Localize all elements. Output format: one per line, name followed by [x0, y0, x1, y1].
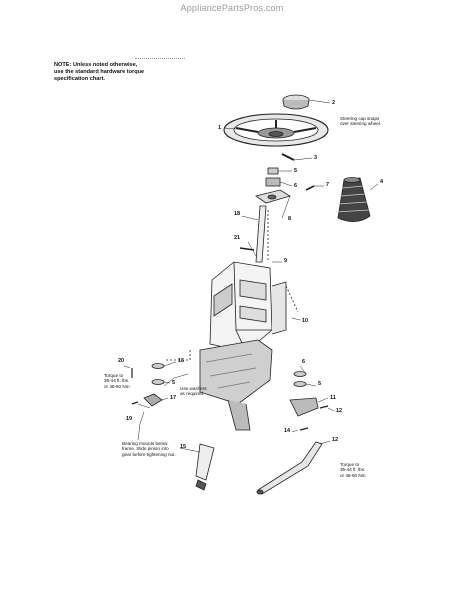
part-number-12-bottom: 12 — [332, 437, 339, 443]
part-number-6-right: 6 — [302, 359, 306, 365]
pinion-gear — [195, 443, 215, 491]
part-number-20: 20 — [118, 358, 125, 364]
callout-line: Bearing mounts below — [122, 441, 168, 446]
part-number-11: 11 — [330, 395, 336, 401]
part-number-4: 4 — [380, 179, 384, 185]
part-number-16: 16 — [178, 358, 185, 364]
part-number-15: 15 — [180, 444, 187, 450]
callout-line: Use washers — [180, 386, 207, 391]
callout-line: Torque to — [104, 373, 124, 378]
callout-washers: Use washers as required. — [180, 386, 207, 397]
right-hardware — [289, 371, 329, 431]
callout-torque-left: Torque to 35-44 ft. lbs. or 46-60 Nm — [104, 373, 130, 389]
callout-line: gear before tightening nut. — [122, 451, 176, 457]
console-frame — [209, 261, 287, 353]
part-number-18: 18 — [234, 211, 241, 217]
note-line-3: specification chart. — [54, 76, 105, 82]
steering-shaft — [255, 205, 267, 263]
part-number-6-top: 6 — [294, 183, 298, 189]
part-number-5-top: 5 — [294, 168, 298, 174]
callout-torque-right: Torque to 35-44 ft. lbs. or 46-60 Nm — [340, 462, 366, 478]
left-bushing — [131, 363, 165, 407]
part-number-9: 9 — [284, 258, 288, 264]
part-number-5-right: 5 — [318, 381, 322, 387]
bolt — [281, 153, 295, 161]
callout-line: as required. — [180, 391, 205, 397]
callout-line: Torque to — [340, 462, 360, 467]
part-number-14: 14 — [284, 428, 291, 434]
callout-line: or 46-60 Nm — [104, 383, 130, 389]
callout-line: 35-44 ft. lbs. — [340, 467, 366, 473]
note-line-1: NOTE: Unless noted otherwise, — [54, 62, 138, 68]
divider — [135, 58, 185, 59]
callout-bearing: Bearing mounts below frame. Slide pinion… — [122, 441, 176, 457]
steering-cap — [282, 94, 310, 110]
part-number-3: 3 — [314, 155, 318, 161]
part-number-12-top: 12 — [336, 408, 343, 414]
callout-line: 35-44 ft. lbs. — [104, 378, 130, 384]
watermark: AppliancePartsPros.com — [180, 3, 284, 13]
steering-plate — [255, 189, 291, 204]
steering-wheel — [223, 113, 329, 147]
part-number-8: 8 — [288, 216, 292, 222]
part-number-1: 1 — [218, 125, 222, 131]
note-line-2: use the standard hardware torque — [54, 69, 145, 75]
roll-pin — [239, 247, 255, 251]
adapter — [265, 177, 281, 187]
part-number-5-left: 5 — [172, 380, 176, 386]
steering-boot — [335, 177, 371, 222]
part-number-19: 19 — [126, 416, 133, 422]
callout-line: Steering cap snaps — [340, 116, 380, 121]
small-bolt — [305, 185, 315, 191]
part-number-21: 21 — [234, 235, 241, 241]
nut — [267, 167, 279, 175]
callout-line: over steering wheel. — [340, 121, 382, 127]
callout-steering-cap: Steering cap snaps over steering wheel. — [340, 116, 381, 127]
note-text: NOTE: Unless noted otherwise, use the st… — [54, 62, 194, 83]
callout-line: frame. Slide pinion into — [122, 446, 169, 452]
callout-line: or 46-60 Nm — [340, 472, 366, 478]
part-number-17: 17 — [170, 395, 177, 401]
part-number-10: 10 — [302, 318, 309, 324]
drag-link — [256, 441, 323, 495]
part-number-7: 7 — [326, 182, 330, 188]
lower-frame — [199, 339, 273, 431]
part-number-2: 2 — [332, 100, 336, 106]
